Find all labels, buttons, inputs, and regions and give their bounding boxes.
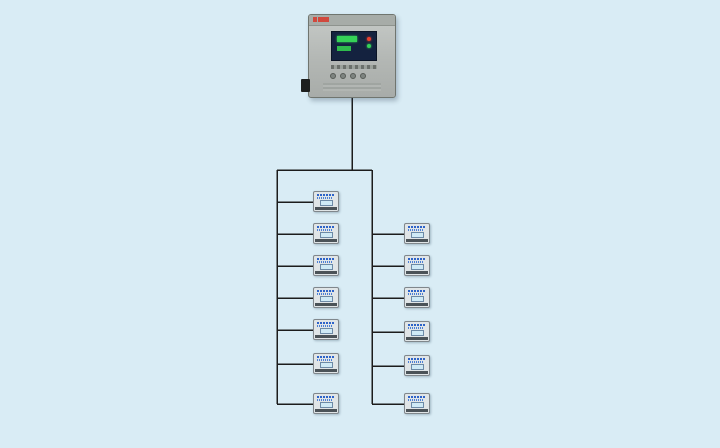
sensor-base xyxy=(315,303,337,306)
sensor-screen xyxy=(410,232,424,238)
sensor-label xyxy=(317,356,335,358)
sensor-screen xyxy=(319,296,333,302)
alarm-led-icon xyxy=(367,37,371,41)
sensor-device-left-1 xyxy=(313,191,339,212)
sensor-screen xyxy=(319,264,333,270)
sensor-label2 xyxy=(317,197,332,199)
sensor-base xyxy=(406,409,428,412)
sensor-screen xyxy=(319,402,333,408)
sensor-label xyxy=(317,258,335,260)
sensor-base xyxy=(315,335,337,338)
panel-button xyxy=(360,73,366,79)
sensor-base xyxy=(406,371,428,374)
sensor-base xyxy=(406,239,428,242)
sensor-base xyxy=(406,271,428,274)
display-readout2-icon xyxy=(337,46,351,51)
sensor-label2 xyxy=(317,325,332,327)
sensor-label xyxy=(317,226,335,228)
sensor-label2 xyxy=(317,399,332,401)
sensor-label2 xyxy=(408,327,423,329)
sensor-base xyxy=(315,409,337,412)
sensor-device-left-3 xyxy=(313,255,339,276)
sensor-device-right-4 xyxy=(404,321,430,342)
sensor-screen xyxy=(319,232,333,238)
sensor-label xyxy=(408,290,426,292)
sensor-base xyxy=(406,303,428,306)
controller-button-row xyxy=(330,73,366,79)
sensor-label2 xyxy=(408,229,423,231)
sensor-label xyxy=(408,226,426,228)
sensor-screen xyxy=(410,364,424,370)
controller-label-strip xyxy=(331,65,377,69)
sensor-label xyxy=(408,396,426,398)
sensor-base xyxy=(406,337,428,340)
sensor-base xyxy=(315,239,337,242)
sensor-label xyxy=(408,358,426,360)
panel-button xyxy=(330,73,336,79)
sensor-label2 xyxy=(317,359,332,361)
sensor-screen xyxy=(410,296,424,302)
sensor-label2 xyxy=(408,361,423,363)
sensor-base xyxy=(315,271,337,274)
sensor-screen xyxy=(410,330,424,336)
sensor-device-right-6 xyxy=(404,393,430,414)
sensor-base xyxy=(315,369,337,372)
sensor-device-left-4 xyxy=(313,287,339,308)
sensor-device-right-1 xyxy=(404,223,430,244)
panel-button xyxy=(340,73,346,79)
sensor-screen xyxy=(319,328,333,334)
sensor-device-left-5 xyxy=(313,319,339,340)
power-led-icon xyxy=(367,44,371,48)
sensor-label2 xyxy=(408,399,423,401)
sensor-label xyxy=(317,396,335,398)
sensor-label xyxy=(317,290,335,292)
side-buzzer xyxy=(301,79,310,92)
controller-display xyxy=(331,31,377,61)
sensor-screen xyxy=(410,402,424,408)
sensor-base xyxy=(315,207,337,210)
controller-top-strip xyxy=(309,15,395,26)
sensor-screen xyxy=(410,264,424,270)
brand-logo xyxy=(313,17,329,22)
sensor-label2 xyxy=(317,229,332,231)
sensor-device-left-7 xyxy=(313,393,339,414)
sensor-label xyxy=(317,322,335,324)
sensor-device-right-5 xyxy=(404,355,430,376)
sensor-label2 xyxy=(317,293,332,295)
display-readout-icon xyxy=(337,36,357,42)
sensor-device-right-3 xyxy=(404,287,430,308)
sensor-label2 xyxy=(317,261,332,263)
sensor-device-left-2 xyxy=(313,223,339,244)
sensor-device-right-2 xyxy=(404,255,430,276)
controller-vent xyxy=(323,83,381,91)
sensor-label xyxy=(317,194,335,196)
sensor-screen xyxy=(319,200,333,206)
sensor-label2 xyxy=(408,293,423,295)
gas-alarm-controller xyxy=(301,14,396,98)
panel-button xyxy=(350,73,356,79)
sensor-device-left-6 xyxy=(313,353,339,374)
sensor-label xyxy=(408,258,426,260)
sensor-screen xyxy=(319,362,333,368)
sensor-label xyxy=(408,324,426,326)
sensor-label2 xyxy=(408,261,423,263)
